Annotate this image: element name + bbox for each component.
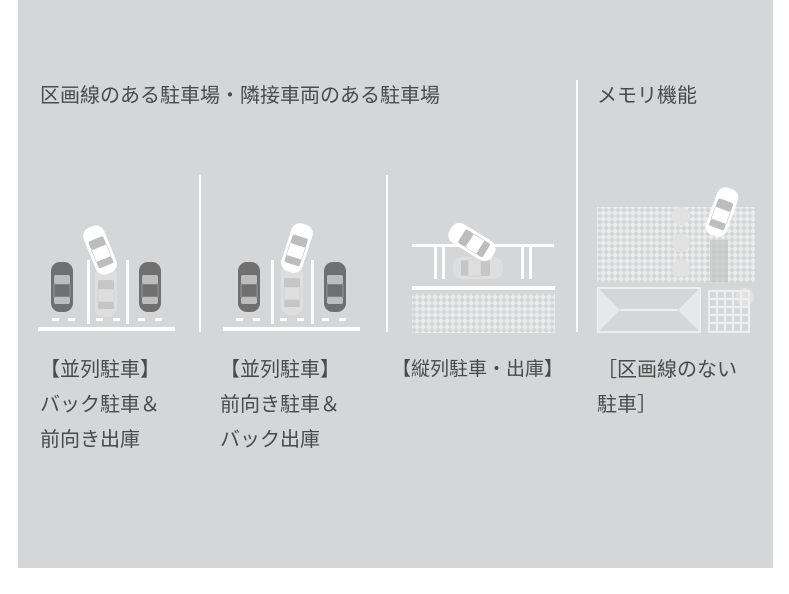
- caption-line: バック駐車＆: [40, 392, 160, 416]
- caption-line: 前向き出庫: [40, 427, 140, 451]
- caption-parallel-street: 【縦列駐車・出庫】: [392, 352, 563, 387]
- caption-line: 駐車］: [597, 392, 657, 416]
- caption-line: 【並列駐車】: [40, 357, 160, 381]
- caption-parallel-back-in: 【並列駐車】 バック駐車＆ 前向き出庫: [40, 352, 160, 457]
- diagram-parallel-back-in: [38, 222, 175, 331]
- diagram-parallel-front-in: [223, 220, 360, 331]
- heading-memory-function: メモリ機能: [597, 83, 697, 107]
- caption-line: ［区画線のない: [597, 357, 737, 381]
- caption-parallel-front-in: 【並列駐車】 前向き駐車＆ バック出庫: [220, 352, 340, 457]
- caption-line: 【並列駐車】: [220, 357, 340, 381]
- caption-line: 前向き駐車＆: [220, 392, 340, 416]
- caption-line: バック出庫: [220, 427, 320, 451]
- caption-line: 【縦列駐車・出庫】: [392, 358, 564, 380]
- heading-marked-parking: 区画線のある駐車場・隣接車両のある駐車場: [40, 83, 440, 107]
- diagram-memory-parking: [597, 184, 755, 333]
- diagram-parallel-street: [412, 218, 555, 333]
- caption-memory-parking: ［区画線のない 駐車］: [597, 352, 737, 422]
